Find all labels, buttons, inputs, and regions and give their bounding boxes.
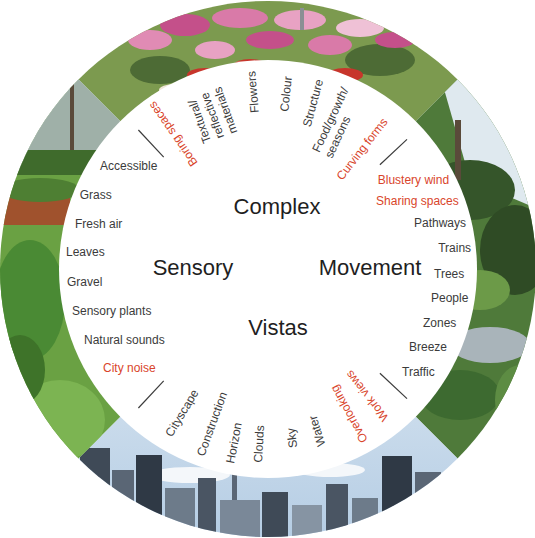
side-label: Pathways [414,216,466,230]
radial-label: Sky [283,427,300,449]
side-label: Gravel [67,275,102,289]
side-label: Grass [80,188,112,202]
grass-garden-photo-shape [0,178,80,202]
side-label: Natural sounds [84,333,165,347]
flower-roof-photo-shape [212,8,268,28]
side-label: Fresh air [75,217,122,231]
sector-divider [138,381,163,408]
side-label: Leaves [66,245,105,259]
grass-garden-photo-shape [0,55,140,90]
side-label: Sharing spaces [376,194,459,208]
city-skyline-photo-shape [292,505,322,538]
radial-label: Flowers [244,70,262,113]
flower-roof-photo-shape [160,14,210,36]
side-label: Traffic [402,365,435,379]
flower-roof-photo-shape [246,31,294,49]
flower-roof-photo-shape [195,41,235,59]
side-label: Trains [438,241,471,255]
grass-garden-photo-shape [15,380,105,460]
side-label: Accessible [100,159,157,173]
center-circle: ComplexSensory MovementVistas [59,60,477,478]
side-label: Breeze [409,340,447,354]
flower-roof-photo-shape [375,32,415,48]
grass-garden-photo-shape [0,335,45,405]
side-label: Zones [423,316,456,330]
side-label: City noise [103,361,156,375]
flower-roof-photo-shape [336,19,384,37]
sector-divider [380,139,407,164]
flower-roof-photo-shape [308,35,352,55]
sector-heading: Vistas [248,315,308,341]
city-skyline-photo-shape [326,484,348,538]
sector-heading: Complex [234,194,321,220]
city-skyline-photo-shape [444,490,474,538]
grass-garden-photo-shape [70,80,74,150]
flower-roof-photo-shape [128,30,172,50]
flower-roof-photo-shape [300,8,304,30]
side-label: People [431,291,468,305]
city-skyline-photo-shape [198,478,216,538]
sector-heading: Sensory [153,255,234,281]
city-skyline-photo-shape [352,498,378,538]
sector-divider [138,130,163,157]
city-skyline-photo-shape [136,455,162,538]
city-skyline-photo-shape [415,472,441,538]
city-skyline-photo-shape [80,448,110,538]
side-label: Sensory plants [72,304,151,318]
city-skyline-photo-shape [382,456,412,538]
side-label: Trees [434,267,464,281]
sector-heading: Movement [319,255,422,281]
tree-garden-photo-shape [455,120,461,180]
side-label: Blustery wind [378,173,449,187]
tree-garden-photo-shape [495,365,535,435]
city-skyline-photo-shape [112,470,134,538]
radial-label: Clouds [251,425,267,463]
city-skyline-photo-shape [220,500,260,538]
grass-garden-photo-shape [20,90,24,150]
city-skyline-photo-shape [165,488,195,538]
city-skyline-photo-shape [262,492,288,538]
